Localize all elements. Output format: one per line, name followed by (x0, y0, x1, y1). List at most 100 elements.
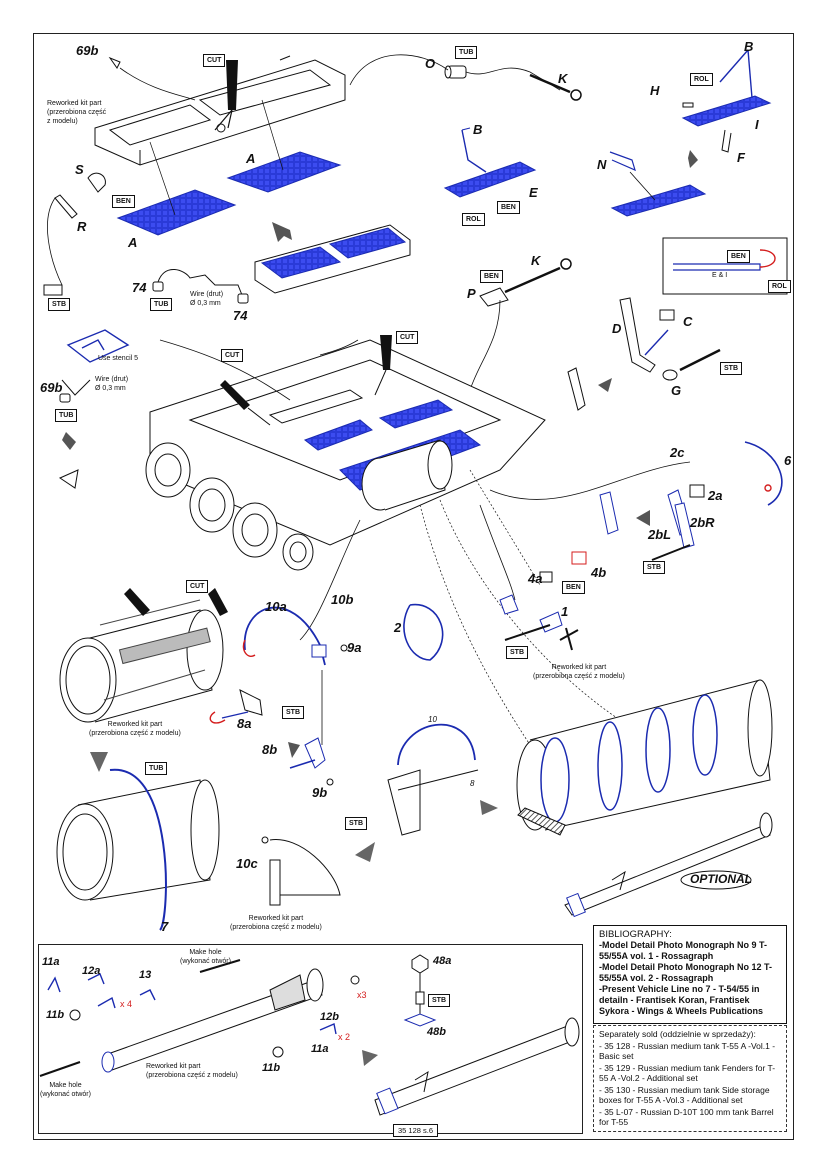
exhaust-drum-cut (59, 599, 224, 723)
arrow-left-d (598, 378, 612, 392)
note-inset: E & I (712, 272, 728, 279)
label-13: 13 (139, 969, 152, 981)
label-7: 7 (161, 919, 169, 934)
barrel-assembled-bottom (374, 1017, 580, 1116)
note-x2: x 2 (338, 1032, 351, 1042)
arrow-right-drums (480, 800, 498, 815)
label-2: 2 (394, 620, 402, 635)
label-8-small: 8 (470, 779, 475, 788)
label-11b-bot: 11b (262, 1062, 281, 1074)
sold-item: - 35 130 - Russian medium tank Side stor… (599, 1085, 770, 1105)
tag-cut-top: CUT (203, 54, 226, 67)
tag-stb-left: STB (48, 298, 70, 311)
label-d: D (612, 321, 622, 336)
exhaust-drum-strap-7 (56, 768, 220, 931)
label-8a: 8a (237, 716, 252, 731)
note-reworked-drum: Reworked kit part(przerobiona część z mo… (89, 721, 181, 737)
label-11a-top: 11a (42, 956, 60, 968)
label-r: R (77, 219, 87, 234)
label-74a: 74 (132, 280, 147, 295)
tag-rol-inset: ROL (768, 280, 791, 293)
arrow-8b (288, 742, 300, 758)
note-reworked-10c: Reworked kit part(przerobiona część z mo… (230, 915, 322, 931)
label-o: O (425, 56, 436, 71)
part-69b-bent (58, 469, 79, 489)
label-c: C (683, 314, 693, 329)
tag-stb-48: STB (428, 994, 450, 1007)
bibliography-box: BIBLIOGRAPHY: -Model Detail Photo Monogr… (593, 925, 787, 1024)
tag-stb-2bl: STB (643, 561, 665, 574)
part-48 (403, 954, 437, 1027)
note-make-hole-top: Make hole(wykonać otwór) (180, 949, 231, 965)
label-4a: 4a (528, 571, 543, 586)
label-p: P (467, 286, 476, 301)
triple-drum-assembly (516, 679, 773, 836)
label-h: H (650, 83, 660, 98)
bibliography-item: -Model Detail Photo Monograph No 9 T-55/… (599, 940, 767, 961)
reworked-engine-deck (94, 59, 346, 166)
label-g: G (671, 383, 682, 398)
label-a-left: A (128, 235, 138, 250)
label-2c: 2c (670, 445, 685, 460)
label-s: S (75, 162, 84, 177)
label-2a: 2a (708, 488, 723, 503)
label-1: 1 (561, 604, 569, 619)
sold-item: - 35 L-07 - Russian D-10T 100 mm tank Ba… (599, 1107, 774, 1127)
note-reworked-1: Reworked kit part(przerobiona część z mo… (533, 664, 625, 680)
tag-stb-8b: STB (282, 706, 304, 719)
rack-assembly-n (609, 151, 707, 217)
tag-ben-4b: BEN (562, 581, 585, 594)
note-wire-69b: Wire (drut)Ø 0,3 mm (95, 376, 129, 392)
part-d-small (567, 367, 586, 411)
arrow-barrel (362, 1050, 378, 1066)
sold-item: - 35 128 - Russian medium tank T-55 A -V… (599, 1041, 776, 1061)
barrel-detail-box (38, 944, 583, 1134)
label-12a: 12a (82, 965, 101, 977)
rack-assembly-right (681, 49, 772, 153)
rack-assembly-mid (443, 127, 537, 198)
road-wheels (145, 442, 314, 571)
tag-tub-top: TUB (455, 46, 478, 59)
part-8a-8b (209, 689, 263, 724)
part-d-c-g (619, 297, 721, 381)
label-4b: 4b (591, 565, 607, 580)
label-10b: 10b (331, 592, 354, 607)
note-x4: x 4 (120, 999, 133, 1009)
exhaust-drum-tank (361, 439, 453, 511)
tag-rol-right: ROL (690, 73, 713, 86)
optional-oval (680, 870, 752, 890)
label-b-mid: B (473, 122, 483, 137)
page-reference: 35 128 s.6 (393, 1124, 439, 1137)
arrow-down-deck (272, 222, 292, 242)
strap-2c-6 (744, 441, 783, 506)
bracket-4a-4b (499, 551, 587, 651)
tag-tub-69b: TUB (55, 409, 78, 422)
inset-bend-detail (662, 237, 788, 295)
tag-cut-mid: CUT (396, 331, 419, 344)
sold-separately-box: Separately sold (oddzielnie w sprzedaży)… (593, 1025, 787, 1132)
label-10c: 10c (236, 856, 258, 871)
part-2a-2b (651, 484, 705, 561)
strap-10a-10b (242, 606, 348, 745)
part-9b (289, 737, 334, 786)
label-9b: 9b (312, 785, 328, 800)
note-reworked-barrel: Reworked kit part(przerobiona część z mo… (146, 1063, 238, 1079)
leader-69b (119, 67, 196, 101)
label-48a: 48a (433, 955, 452, 967)
arrow-down-rack (688, 150, 698, 168)
tag-cut-drum: CUT (186, 580, 209, 593)
label-f: F (737, 150, 745, 165)
tag-ben-s: BEN (112, 195, 135, 208)
tag-tub-7: TUB (145, 762, 168, 775)
cut-tool-drum-2 (208, 588, 228, 616)
label-10a: 10a (265, 599, 287, 614)
cut-tool-drum-1 (124, 588, 150, 616)
note-x3: x3 (357, 990, 367, 1000)
label-69b-left: 69b (40, 380, 63, 395)
tag-stb-1: STB (506, 646, 528, 659)
part-p-k (479, 258, 572, 307)
label-optional: OPTIONAL (690, 872, 752, 886)
tag-cut-tank: CUT (221, 349, 244, 362)
label-11b-left: 11b (46, 1009, 65, 1021)
